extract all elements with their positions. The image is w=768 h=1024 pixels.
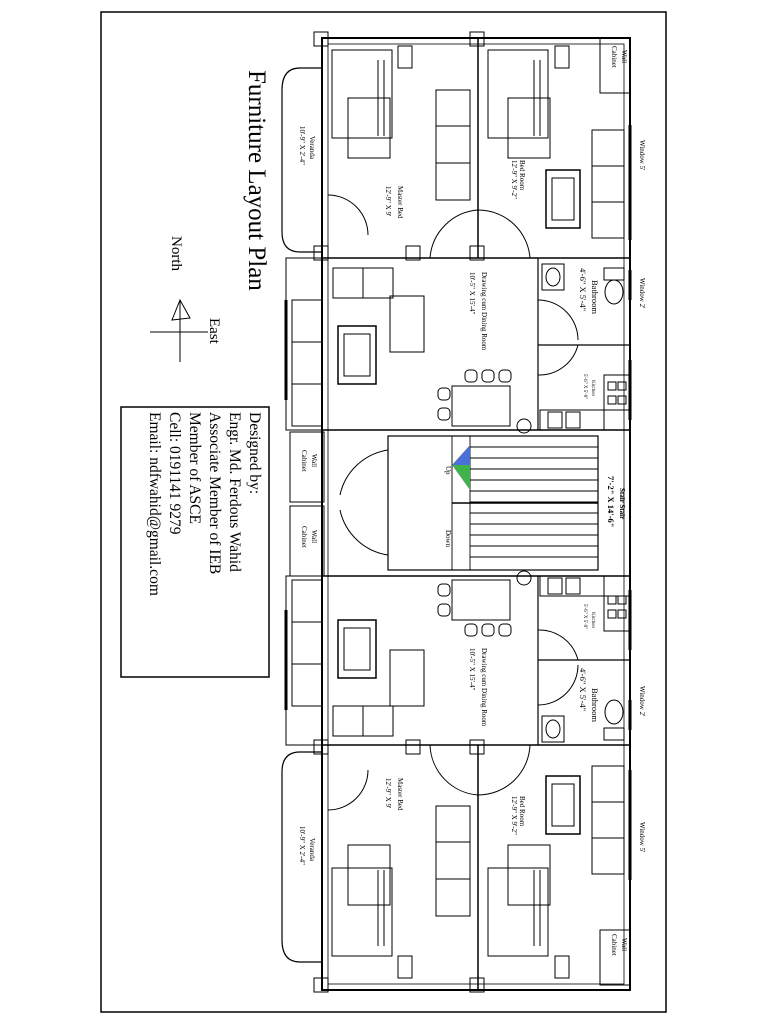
credit-line: Email: ndfwahid@gmail.com (146, 412, 163, 596)
beds (331, 45, 570, 979)
building-walls (321, 37, 631, 991)
svg-text:Wall: Wall (620, 50, 628, 63)
credit-line: Engr. Md. Ferdous Wahid (226, 412, 243, 572)
svg-text:Wall: Wall (310, 454, 318, 467)
label-bathroom-bottom: Bathroom (590, 688, 600, 722)
label-bathroom-top: Bathroom (590, 280, 600, 314)
door-swings (327, 194, 579, 811)
label-window-5-bottom: Window 5' (638, 822, 646, 852)
fixtures (516, 263, 631, 743)
stair-landing-arrow-icon (452, 465, 470, 490)
credit-line: Associate Member of IEB (206, 412, 223, 574)
label-drawing-dining-top-size: 10'-5" X 15'-4" (468, 272, 476, 315)
north-arrow-icon (171, 298, 191, 321)
label-kitchen-bottom: Kitchen (590, 612, 595, 628)
compass-north-label: North (168, 236, 184, 271)
label-master-bed-top: Master Bed (396, 186, 404, 219)
room-labels: Veranda 10'-9" X 2'-4" Veranda 10'-9" X … (298, 46, 646, 956)
label-master-bed-top-size: 12'-9" X 9' (384, 186, 392, 216)
label-bed-room-bottom: Bed Room (518, 796, 526, 827)
credit-line: Cell: 0191141 9279 (166, 412, 183, 535)
wall-cabinet-left-1: Wall Cabinet (300, 450, 318, 472)
svg-text:Cabinet: Cabinet (300, 450, 308, 472)
label-master-bed-bottom-size: 12'-9" X 9' (384, 778, 392, 808)
label-veranda-bottom: Veranda (308, 838, 316, 862)
dining-chairs (437, 369, 512, 637)
label-stair-down: Down (444, 530, 452, 548)
label-drawing-dining-bottom: Drawing cum Dining Room (480, 648, 488, 727)
stair-treads (451, 436, 598, 570)
stair-up-arrow-icon (452, 445, 470, 465)
label-master-bed-bottom: Master Bed (396, 778, 404, 811)
tables (337, 169, 581, 835)
wall-cabinet-bottom-right: Wall Cabinet (610, 934, 628, 956)
sofas (291, 89, 625, 917)
label-bathroom-top-size: 4'-6" X 5'-4" (578, 268, 588, 311)
sheet-border (100, 11, 667, 1013)
label-drawing-dining-bottom-size: 10'-5" X 15'-4" (468, 648, 476, 691)
label-veranda-bottom-size: 10'-9" X 2'-4" (298, 826, 306, 865)
svg-text:Cabinet: Cabinet (300, 526, 308, 548)
label-window-2-bottom: Window 2' (638, 686, 646, 716)
label-drawing-dining-top: Drawing cum Dining Room (480, 272, 488, 351)
svg-text:Wall: Wall (310, 530, 318, 543)
label-window-5-top: Window 5' (638, 140, 646, 170)
label-kitchen-top: Kitchen (590, 380, 595, 396)
wall-cabinet-left-2: Wall Cabinet (300, 526, 318, 548)
credit-line: Designed by: (246, 412, 263, 494)
label-stair: Stair Stair (618, 488, 626, 519)
label-veranda-top-size: 10'-9" X 2'-4" (298, 126, 306, 165)
compass: North East (150, 236, 222, 362)
label-kitchen-top-size: 5'-6" X 5'-9" (582, 374, 587, 399)
svg-text:Cabinet: Cabinet (610, 46, 618, 68)
label-window-2-top: Window 2' (638, 278, 646, 308)
wall-cabinet-top-right: Wall Cabinet (610, 46, 628, 68)
label-kitchen-bottom-size: 5'-6" X 5'-9" (582, 604, 587, 629)
verandas (281, 67, 322, 963)
label-veranda-top: Veranda (308, 136, 316, 160)
label-bathroom-bottom-size: 4'-6" X 5'-4" (578, 668, 588, 711)
label-bed-room-top-size: 12'-9" X 9'-2" (510, 160, 518, 199)
compass-east-label: East (206, 318, 222, 345)
plan-title: Furniture Layout Plan (243, 70, 270, 291)
credits-box (120, 406, 270, 678)
credits-lines: Designed by: Engr. Md. Ferdous Wahid Ass… (146, 412, 263, 596)
label-stair-up: Up (444, 466, 452, 475)
label-bed-room-top: Bed Room (518, 160, 526, 191)
label-stair-size: 7'-2" X 14'-6" (606, 476, 616, 527)
credit-line: Member of ASCE (186, 412, 203, 524)
svg-text:Cabinet: Cabinet (610, 934, 618, 956)
svg-text:Wall: Wall (620, 938, 628, 951)
label-bed-room-bottom-size: 12'-9" X 9'-2" (510, 796, 518, 835)
